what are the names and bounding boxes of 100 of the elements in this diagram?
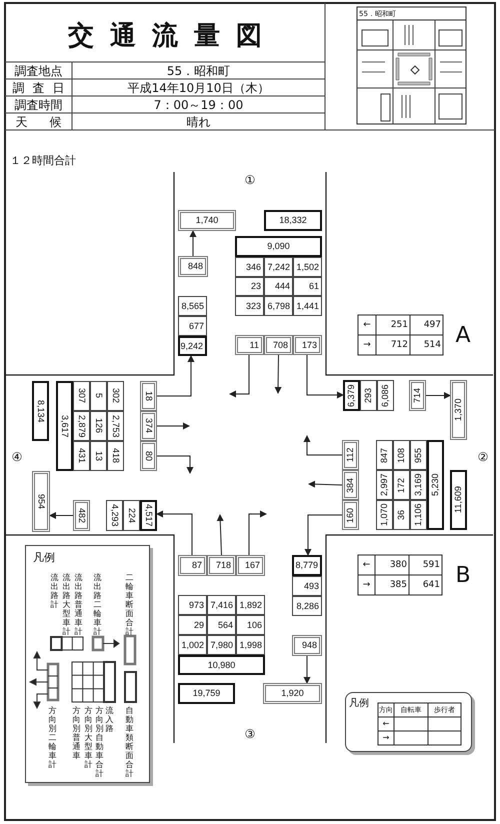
count-box: 431 <box>73 441 90 471</box>
field-value: 7：00～19：00 <box>154 98 244 110</box>
count-box: 112 <box>342 440 359 470</box>
count-box: 108 <box>393 440 410 470</box>
count-box: 87 <box>178 555 207 576</box>
field-value: 晴れ <box>186 116 210 128</box>
count-box: 954 <box>32 471 50 532</box>
count-box: 19,759 <box>178 683 235 704</box>
count-box: 847 <box>376 440 393 470</box>
count-box: 1,892 <box>236 595 265 615</box>
count-value: 514 <box>424 340 441 350</box>
legend-text: 自動車類断面合計 <box>125 706 134 778</box>
arrow <box>229 354 250 398</box>
count-box: 384 <box>342 470 359 500</box>
count-box: 973 <box>178 595 207 615</box>
count-box: 36 <box>393 500 410 530</box>
legend-text: 二輪車断面合計 <box>125 573 134 636</box>
count-box: 173 <box>293 335 322 355</box>
count-box: 714 <box>409 380 426 411</box>
count-value: 497 <box>424 320 441 330</box>
count-value: 380 <box>390 560 407 570</box>
count-box: 1,070 <box>376 500 393 530</box>
field-value: 55．昭和町 <box>166 64 230 76</box>
legend-text: 流出路二輪車計 <box>93 573 102 636</box>
count-box: 8,565 <box>178 296 207 316</box>
count-box: 172 <box>393 470 410 500</box>
count-box: 6,379 <box>343 380 360 411</box>
count-box: 323 <box>235 296 264 316</box>
count-box: 9,090 <box>235 236 322 257</box>
count-value: 385 <box>390 580 407 590</box>
count-box: 80 <box>140 441 157 471</box>
count-box: 61 <box>293 277 322 296</box>
count-box: 2,879 <box>73 411 90 441</box>
count-box: 6,798 <box>264 296 293 316</box>
direction-symbol: ← <box>362 560 370 570</box>
count-box: 955 <box>410 440 427 470</box>
arrow <box>49 512 74 519</box>
legend-text: 方向別大型車計 <box>84 706 93 769</box>
legend-text: 方向別普通車 <box>72 706 81 760</box>
count-box: 1,106 <box>410 500 427 530</box>
count-box: 10,980 <box>178 655 265 675</box>
count-box: 7,242 <box>264 257 293 277</box>
arrow <box>190 230 196 256</box>
count-box: 1,920 <box>263 683 322 704</box>
field-value: 平成14年10月10日（木） <box>128 82 270 94</box>
page-title: 交通流量図 <box>67 20 279 53</box>
arrow <box>308 480 342 488</box>
count-box: 444 <box>264 277 293 296</box>
count-box: 1,998 <box>236 635 265 655</box>
count-box: 224 <box>123 500 140 531</box>
count-box: 106 <box>236 615 265 635</box>
count-box: 7,416 <box>207 595 236 615</box>
count-box: 8,286 <box>292 596 322 616</box>
legend-title: 凡例 <box>33 552 55 562</box>
count-value: 251 <box>390 320 408 330</box>
count-box: 13 <box>90 441 107 471</box>
legend-title: 凡例 <box>349 699 369 709</box>
count-box: 2,997 <box>376 470 393 500</box>
count-box: 167 <box>236 555 265 576</box>
count-value: 591 <box>422 560 440 570</box>
count-box: 126 <box>90 411 107 441</box>
count-box: 307 <box>73 381 90 411</box>
count-box: 493 <box>292 576 322 596</box>
approach-number: ③ <box>244 728 256 740</box>
count-box: 482 <box>73 500 90 531</box>
arrow <box>216 514 224 556</box>
field-label: 調査日 <box>12 82 72 94</box>
count-box: 677 <box>178 316 207 336</box>
count-box: 1,002 <box>178 635 207 655</box>
approach-number: ② <box>478 451 488 463</box>
field-label: 天候 <box>16 116 84 128</box>
count-box: 5 <box>90 381 107 411</box>
approach-number: ① <box>244 174 256 186</box>
count-box: 160 <box>342 500 359 530</box>
count-box: 564 <box>207 615 236 635</box>
arrow <box>156 422 190 430</box>
legend-text: 方向別二輪車計 <box>48 706 57 769</box>
legend-text: 方向別自動車合計 <box>95 706 104 778</box>
count-box: 374 <box>140 411 157 441</box>
direction-symbol: → <box>363 340 371 350</box>
count-box: 293 <box>360 380 377 411</box>
section-letter: B <box>455 565 471 587</box>
field-label: 調査時間 <box>14 98 62 110</box>
count-box: 4,517 <box>140 500 157 531</box>
legend-text: 流出路計 <box>50 573 59 609</box>
approach-number: ④ <box>12 451 22 463</box>
count-box: 8,134 <box>32 381 49 441</box>
count-box: 346 <box>235 257 264 277</box>
count-box: 18 <box>140 381 157 411</box>
direction-symbol: → <box>362 580 370 590</box>
legend-text: 流出路大型車計 <box>62 573 71 636</box>
count-box: 1,740 <box>178 210 236 231</box>
count-box: 848 <box>178 256 208 277</box>
count-box: 718 <box>207 555 236 576</box>
count-box: 6,086 <box>377 380 394 411</box>
count-box: 1,370 <box>450 380 467 440</box>
count-box: 4,293 <box>106 500 123 531</box>
direction-symbol: ← <box>382 720 390 728</box>
legend-text: 流出路普通車計 <box>74 573 83 636</box>
direction-symbol: → <box>382 734 390 742</box>
